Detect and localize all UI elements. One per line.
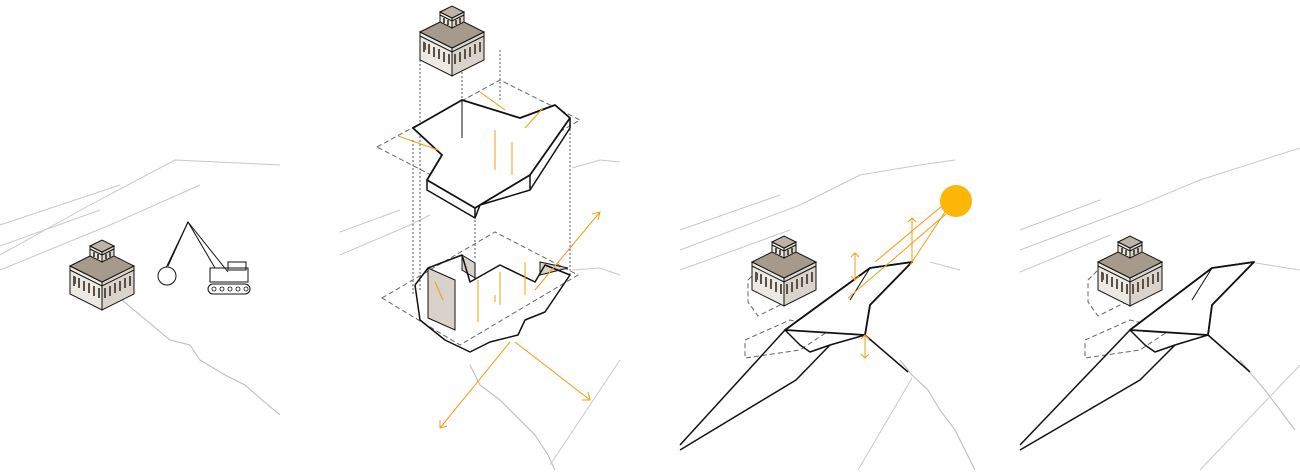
panel-solar-orientation <box>679 159 976 471</box>
building-icon <box>69 239 135 311</box>
lower-volume <box>414 254 571 353</box>
new-wing <box>679 261 913 451</box>
sun-icon <box>940 185 972 217</box>
context-lines <box>679 159 976 471</box>
new-wing <box>1019 261 1255 451</box>
crane-icon <box>164 220 251 295</box>
flow-arrows-upper <box>397 91 544 175</box>
upper-volume <box>412 99 571 219</box>
building-icon <box>1097 235 1163 307</box>
building-icon <box>751 235 817 307</box>
panel-final-scheme <box>1019 147 1300 471</box>
context-lines <box>339 159 621 471</box>
sun-rays <box>847 205 947 359</box>
context-lines <box>0 159 281 416</box>
building-icon <box>419 5 485 77</box>
context-lines <box>1019 147 1300 471</box>
lower-plane <box>381 231 580 346</box>
wrecking-ball-icon <box>157 221 189 286</box>
panel-existing-site <box>0 159 281 416</box>
panel-exploded-strategy <box>339 5 621 471</box>
flow-arrows-lower <box>434 211 601 429</box>
